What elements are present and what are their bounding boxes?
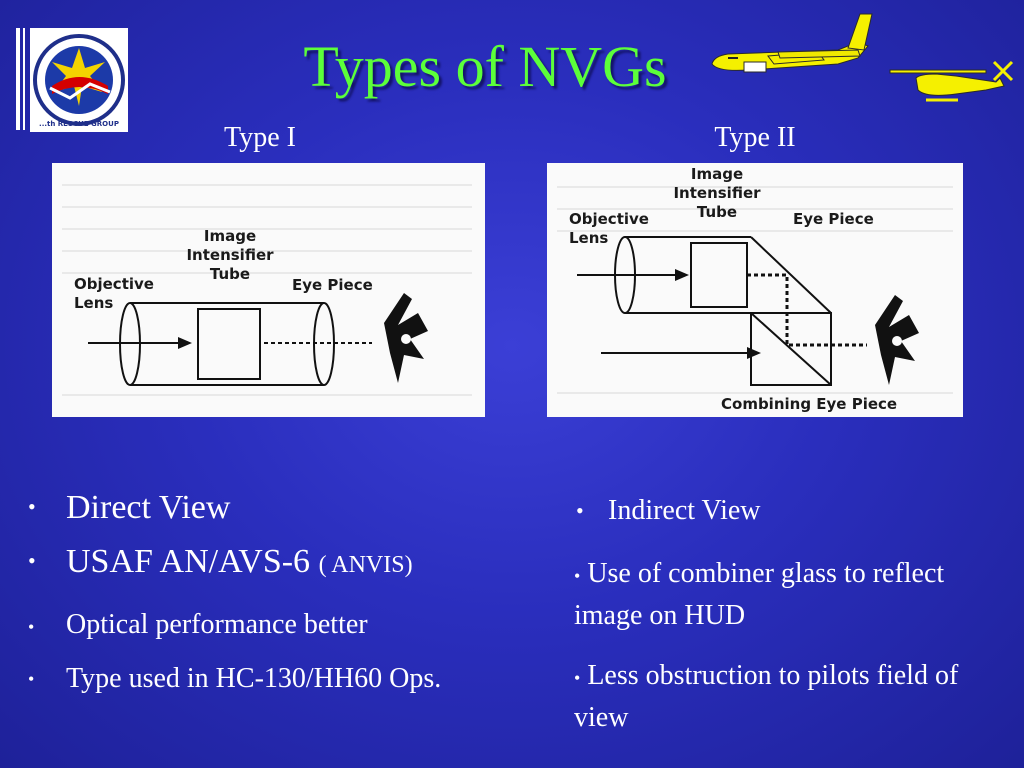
type-i-diagram: Objective Lens Image Intensifier Tube Ey… bbox=[52, 163, 485, 417]
eye-piece-label: Eye Piece bbox=[292, 276, 373, 294]
bullet-text: USAF AN/AVS-6 bbox=[66, 543, 311, 580]
objective-lens-label: Objective Lens bbox=[74, 275, 154, 312]
objective-lens-label: Objective Lens bbox=[569, 210, 649, 247]
c130-aircraft-icon bbox=[708, 12, 880, 84]
eye-icon bbox=[384, 293, 428, 383]
type-i-heading: Type I bbox=[224, 122, 296, 153]
bullet-text: Indirect View bbox=[608, 495, 761, 526]
bullet-text: Direct View bbox=[66, 489, 231, 526]
logo-text: ...th RESCUE GROUP bbox=[39, 120, 119, 128]
bullet-text: Optical performance better bbox=[66, 609, 368, 640]
image-intensifier-tube-label: Image Intensifier Tube bbox=[673, 165, 761, 221]
eye-piece-label: Eye Piece bbox=[793, 210, 874, 228]
helicopter-icon bbox=[886, 58, 1016, 106]
type-ii-diagram: Objective Lens Image Intensifier Tube Ey… bbox=[547, 163, 963, 417]
bullet-text: Type used in HC-130/HH60 Ops. bbox=[66, 663, 442, 694]
image-intensifier-tube-label: Image Intensifier Tube bbox=[186, 227, 274, 283]
list-item: • Use of combiner glass to reflect image… bbox=[574, 558, 945, 631]
page-title: Types of NVGs bbox=[303, 34, 667, 99]
rescue-group-emblem-icon: ...th RESCUE GROUP bbox=[30, 28, 128, 132]
type-ii-heading: Type II bbox=[714, 122, 796, 153]
left-divider-line bbox=[16, 28, 20, 130]
bullet-subtext: ( ANVIS) bbox=[318, 552, 413, 578]
bullet-text: Use of combiner glass to reflect image o… bbox=[574, 558, 945, 631]
list-item: • Less obstruction to pilots field of vi… bbox=[574, 660, 959, 733]
bullet-text: Less obstruction to pilots field of view bbox=[574, 660, 959, 733]
left-divider-line-thin bbox=[23, 28, 25, 130]
eye-icon bbox=[875, 295, 919, 385]
combining-eye-piece-label: Combining Eye Piece bbox=[721, 395, 898, 413]
